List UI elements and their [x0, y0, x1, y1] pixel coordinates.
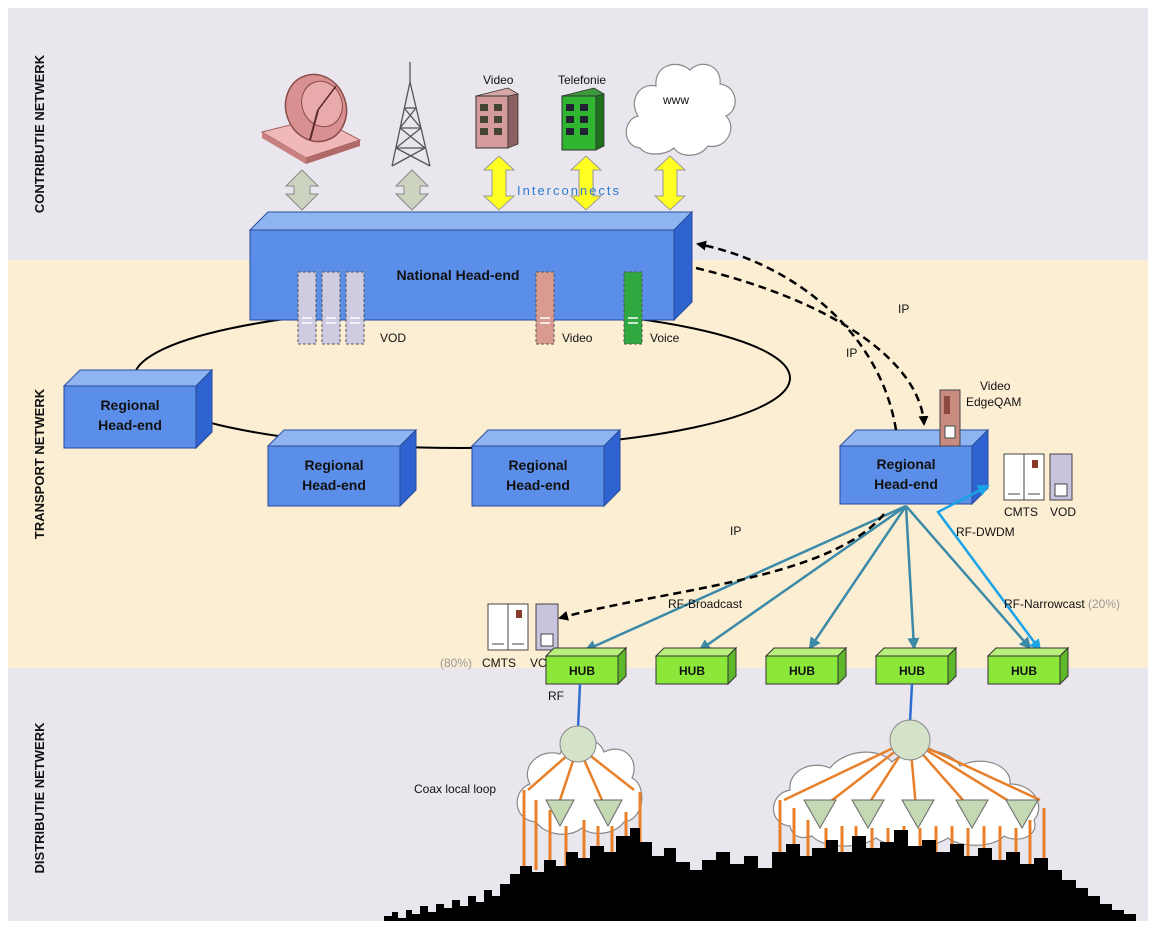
vod-server-rack [297, 271, 365, 345]
interconnect-arrow-dish [284, 169, 320, 211]
hub-2: HUB [654, 646, 738, 686]
node-right [783, 719, 1041, 830]
video-source-label: Video [483, 73, 514, 87]
regional-1-line1: Regional [100, 397, 159, 413]
regional-3-line1: Regional [508, 457, 567, 473]
rf-line-hub2 [698, 504, 907, 652]
national-voice-label: Voice [650, 331, 680, 345]
hub-1: HUB [544, 646, 628, 686]
national-video-label: Video [562, 331, 593, 345]
edgeqam-label-2: EdgeQAM [966, 395, 1021, 409]
edgeqam-device [939, 389, 961, 447]
www-label: www [662, 93, 689, 107]
regional-headend-4: Regional Head-end [838, 428, 990, 506]
rf-line-hub1 [584, 504, 907, 652]
hub-5: HUB [986, 646, 1070, 686]
ip-label-1: IP [898, 302, 909, 316]
national-headend-title: National Head-end [397, 267, 520, 283]
cmts-label-hub: CMTS [482, 656, 516, 670]
cloud-icon [625, 63, 736, 156]
interconnect-arrow-video [482, 155, 516, 211]
ip-label-3: IP [730, 524, 741, 538]
video-building-icon [474, 87, 520, 149]
vod-device-hub [535, 603, 559, 651]
vod-device-regional [1049, 453, 1073, 501]
regional-4-line1: Regional [876, 456, 935, 472]
regional-headend-2: Regional Head-end [266, 428, 418, 508]
regional-3-line2: Head-end [506, 477, 570, 493]
regional-headend-1: Regional Head-end [62, 368, 214, 450]
cmts-device-hub [487, 603, 529, 651]
interconnect-arrow-www [653, 155, 687, 211]
hub-3-label: HUB [789, 664, 815, 678]
edgeqam-label-1: Video [980, 379, 1011, 393]
regional-2-line2: Head-end [302, 477, 366, 493]
rf-drop-1 [576, 683, 582, 729]
voice-server [623, 271, 643, 345]
ip-link-hub [558, 513, 885, 621]
regional-1-line2: Head-end [98, 417, 162, 433]
interconnect-arrow-tower [394, 169, 430, 211]
rf-broadcast-label: RF-Broadcast [668, 597, 743, 611]
rf-dwdm-link [936, 484, 1042, 652]
vod-label-regional: VOD [1050, 505, 1076, 519]
national-vod-label: VOD [380, 331, 406, 345]
interconnect-arrow-telefonie [569, 155, 603, 211]
coax-local-loop-label: Coax local loop [414, 782, 496, 796]
band-title-distributie: DISTRIBUTIE NETWERK [32, 722, 47, 874]
hub-4-label: HUB [899, 664, 925, 678]
rf-narrowcast-label: RF-Narrowcast (20%) [1004, 597, 1120, 611]
cmts-device-regional [1003, 453, 1045, 501]
rf-dwdm-label: RF-DWDM [956, 525, 1015, 539]
ip-link-down [695, 266, 929, 426]
ip-link-up [696, 240, 898, 431]
video-server [535, 271, 555, 345]
antenna-tower-icon [391, 62, 431, 167]
telefonie-building-icon [560, 87, 606, 151]
regional-4-line2: Head-end [874, 476, 938, 492]
node-left [527, 725, 635, 828]
rf-label: RF [548, 689, 564, 703]
ip-label-2: IP [846, 346, 857, 360]
hub-4: HUB [874, 646, 958, 686]
hub-pct-label: (80%) [440, 656, 472, 670]
rf-line-hub4 [904, 505, 920, 650]
national-headend-box [248, 210, 694, 322]
hub-5-label: HUB [1011, 664, 1037, 678]
band-title-transport: TRANSPORT NETWERK [32, 388, 47, 539]
regional-2-line1: Regional [304, 457, 363, 473]
telefonie-source-label: Telefonie [558, 73, 606, 87]
band-title-contributie: CONTRIBUTIE NETWERK [32, 54, 47, 213]
hub-2-label: HUB [679, 664, 705, 678]
city-skyline [384, 828, 1136, 921]
rf-line-hub3 [808, 505, 908, 650]
regional-headend-3: Regional Head-end [470, 428, 622, 508]
interconnects-label: Interconnects [517, 183, 621, 198]
cmts-label-regional: CMTS [1004, 505, 1038, 519]
hub-1-label: HUB [569, 664, 595, 678]
hub-3: HUB [764, 646, 848, 686]
rf-drop-2 [908, 683, 914, 723]
satellite-dish-icon [260, 73, 362, 164]
